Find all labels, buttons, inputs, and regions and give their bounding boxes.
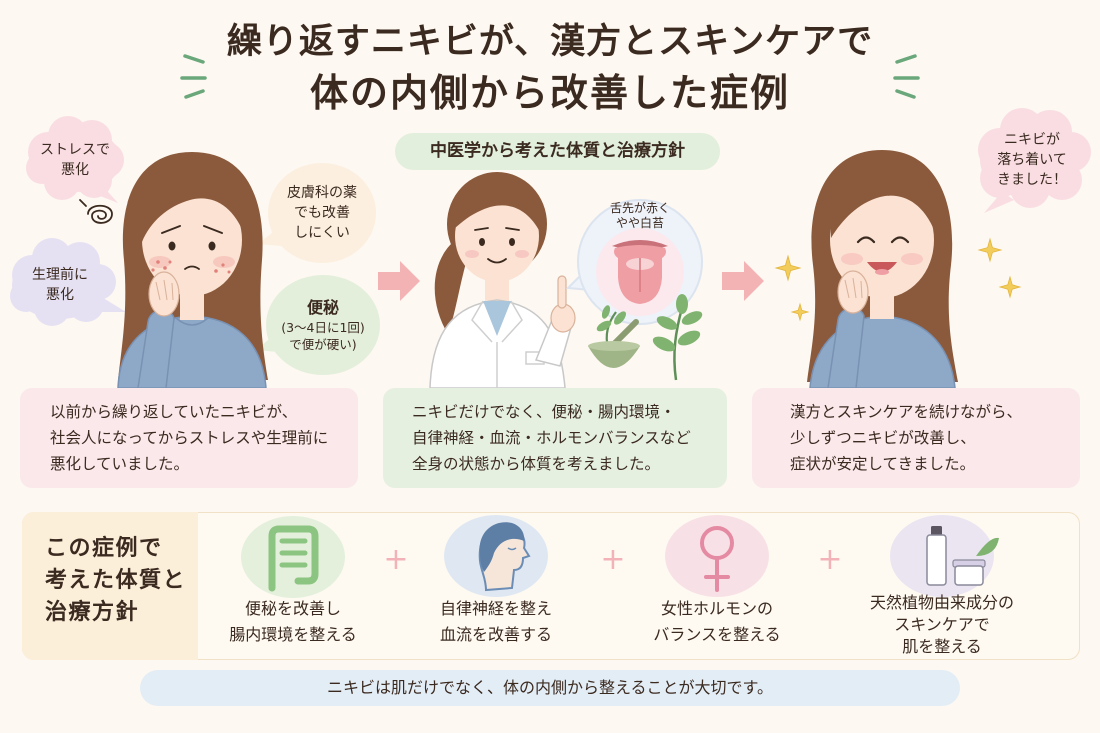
worry-spiral-icon bbox=[79, 199, 113, 224]
skincare-bottles-icon bbox=[926, 526, 999, 586]
stress-bubble-text: ストレスで 悪化 bbox=[40, 142, 110, 178]
herb-plant-icon bbox=[652, 294, 703, 381]
page-title-line-1: 繰り返すニキビが、漢方とスキンケアで bbox=[226, 22, 874, 62]
bangs bbox=[141, 166, 246, 242]
frown-mouth bbox=[184, 265, 200, 270]
intestine-icon bbox=[268, 525, 319, 592]
tongue-bubble bbox=[565, 199, 703, 325]
open-smile-mouth bbox=[867, 262, 897, 272]
worried-woman-figure bbox=[117, 152, 268, 389]
happy-woman-figure bbox=[807, 150, 958, 389]
ponytail bbox=[434, 238, 468, 334]
sparkle-icon bbox=[998, 275, 1022, 299]
title-dashes-right bbox=[893, 54, 920, 99]
footer-message: ニキビは肌だけでなく、体の内側から整えることが大切です。 bbox=[140, 670, 960, 706]
eye bbox=[479, 238, 485, 246]
tongue-icon bbox=[612, 240, 668, 304]
stress-bubble bbox=[26, 116, 124, 203]
face bbox=[830, 182, 934, 298]
eye bbox=[208, 241, 216, 251]
arrow-right-icon bbox=[378, 261, 420, 301]
summary-heading-panel bbox=[22, 512, 198, 660]
acne-spots bbox=[151, 260, 231, 274]
medicine-bubble bbox=[258, 163, 376, 263]
page-title-line-2: 体の内側から改善した症例 bbox=[309, 71, 790, 115]
eye bbox=[509, 238, 515, 246]
constipation-bubble-text: 便秘 (3～4日に1回) で便が硬い) bbox=[281, 298, 365, 352]
sparkle-icon bbox=[774, 254, 802, 282]
sparkle-icon bbox=[977, 237, 1003, 263]
period-bubble-text: 生理前に 悪化 bbox=[32, 267, 88, 303]
face bbox=[455, 190, 539, 282]
medicine-bubble-text: 皮膚科の薬 でも改善 しにくい bbox=[287, 185, 357, 241]
smile-mouth bbox=[487, 258, 507, 264]
pointing-finger bbox=[557, 275, 567, 309]
doctor-figure bbox=[429, 172, 576, 389]
bangs bbox=[455, 179, 541, 232]
plus-icon: + bbox=[383, 542, 409, 577]
closed-happy-eyes bbox=[856, 236, 910, 244]
face bbox=[142, 184, 242, 296]
sparkle-icon bbox=[790, 302, 810, 322]
improved-bubble bbox=[978, 108, 1091, 213]
tcm-approach-label: 中医学から考えた体質と治療方針 bbox=[395, 133, 720, 170]
summary-item-autonomic: 自律神経を整え 血流を改善する bbox=[439, 599, 552, 644]
approach-card: ニキビだけでなく、便秘・腸内環境・ 自律神経・血流・ホルモンバランスなど 全身の… bbox=[383, 388, 727, 488]
female-symbol-icon bbox=[700, 526, 734, 592]
tongue-bubble-text: 舌先が赤く やや白苔 bbox=[609, 201, 671, 230]
plus-icon: + bbox=[817, 542, 843, 577]
herbal-mortar-icon bbox=[588, 305, 640, 368]
worried-eyebrows bbox=[161, 225, 223, 234]
hand bbox=[148, 271, 180, 317]
title-dashes-left bbox=[180, 54, 207, 99]
intestine-icon-bg bbox=[241, 516, 345, 598]
plus-icon: + bbox=[600, 542, 626, 577]
arrow-right-icon bbox=[722, 261, 764, 301]
summary-item-hormone: 女性ホルモンの バランスを整える bbox=[653, 599, 781, 644]
bangs bbox=[830, 164, 936, 238]
improved-bubble-text: ニキビが 落ち着いて きました！ bbox=[997, 132, 1067, 188]
result-card: 漢方とスキンケアを続けながら、 少しずつニキビが改善し、 症状が安定してきました… bbox=[752, 388, 1080, 488]
head-profile-icon bbox=[478, 522, 531, 592]
eye bbox=[168, 241, 176, 251]
hand bbox=[837, 270, 869, 314]
summary-item-intestine: 便秘を改善し 腸内環境を整える bbox=[229, 599, 357, 644]
period-bubble bbox=[10, 238, 126, 326]
summary-heading: この症例で 考えた体質と 治療方針 bbox=[45, 536, 187, 625]
before-card: 以前から繰り返していたニキビが、 社会人になってからストレスや生理前に 悪化して… bbox=[20, 388, 358, 488]
summary-item-skincare: 天然植物由来成分の スキンケアで 肌を整える bbox=[869, 593, 1014, 656]
